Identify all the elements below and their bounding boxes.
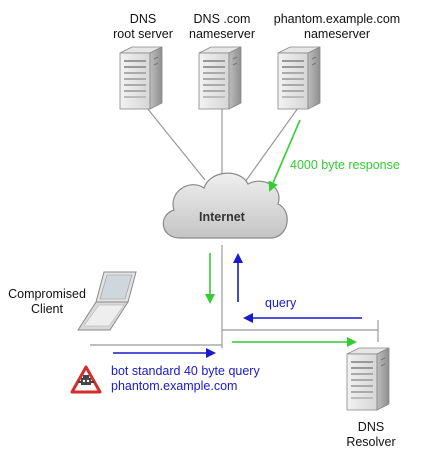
network-links: [90, 107, 379, 348]
com-server-icon: [198, 46, 242, 110]
resolver-label: DNS Resolver: [336, 420, 406, 450]
phantom-server-label-line1: phantom.example.com: [273, 12, 401, 26]
bot-query-label-line2: phantom.example.com: [111, 379, 238, 393]
com-server-label-line1: DNS .com: [193, 12, 251, 26]
response-label: 4000 byte response: [290, 158, 400, 172]
bot-query-label-line1: bot standard 40 byte query: [111, 364, 260, 378]
query-label: query: [265, 296, 297, 310]
link-phantom-internet: [244, 107, 299, 183]
root-server-label: DNS root server: [103, 12, 183, 42]
resolver-label-line2: Resolver: [346, 435, 396, 449]
phantom-server-label: phantom.example.com nameserver: [262, 12, 412, 42]
bot-query-label: bot standard 40 byte query phantom.examp…: [111, 364, 260, 394]
root-server-icon: [119, 46, 163, 110]
resolver-label-line1: DNS: [357, 420, 385, 434]
laptop-icon: [77, 271, 137, 331]
root-server-label-line2: root server: [113, 27, 173, 41]
internet-cloud-icon: [162, 172, 288, 239]
com-server-label-line2: nameserver: [189, 27, 255, 41]
root-server-label-line1: DNS: [129, 12, 157, 26]
client-label-line2: Client: [31, 302, 63, 316]
com-server-label: DNS .com nameserver: [182, 12, 262, 42]
bot-warning-icon: [70, 365, 102, 394]
response-arrow: [268, 119, 301, 192]
phantom-server-icon: [277, 46, 321, 110]
resolver-server-icon: [346, 347, 390, 411]
internet-label: Internet: [199, 210, 245, 224]
phantom-server-label-line2: nameserver: [304, 27, 370, 41]
client-label: Compromised Client: [2, 287, 92, 317]
link-root-internet: [146, 107, 206, 181]
client-label-line1: Compromised: [8, 287, 86, 301]
